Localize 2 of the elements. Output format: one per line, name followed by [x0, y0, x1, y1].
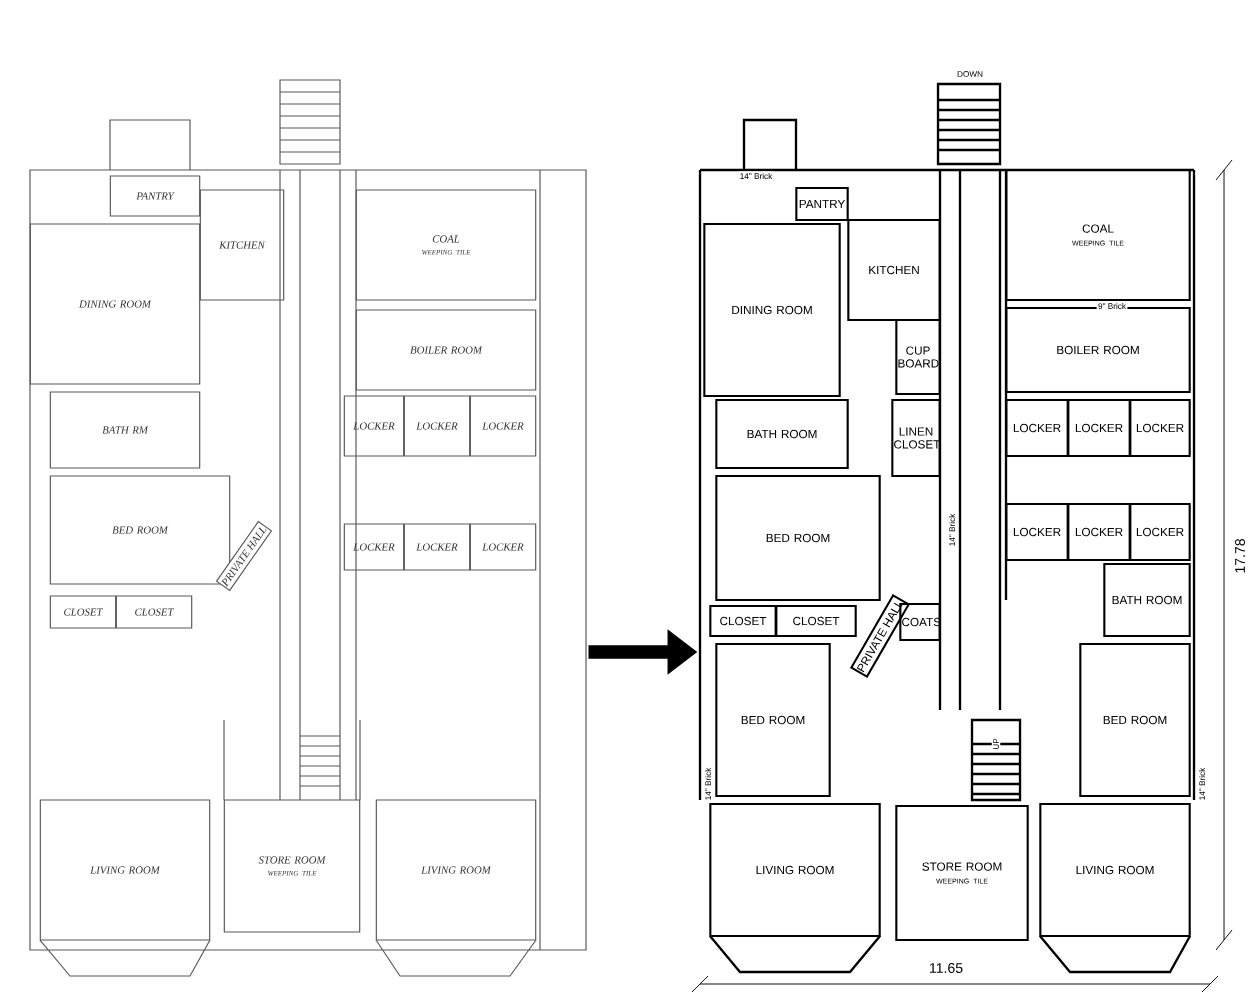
floor-plan-drawing — [698, 82, 1196, 974]
floor-plan-drawing — [29, 79, 587, 977]
